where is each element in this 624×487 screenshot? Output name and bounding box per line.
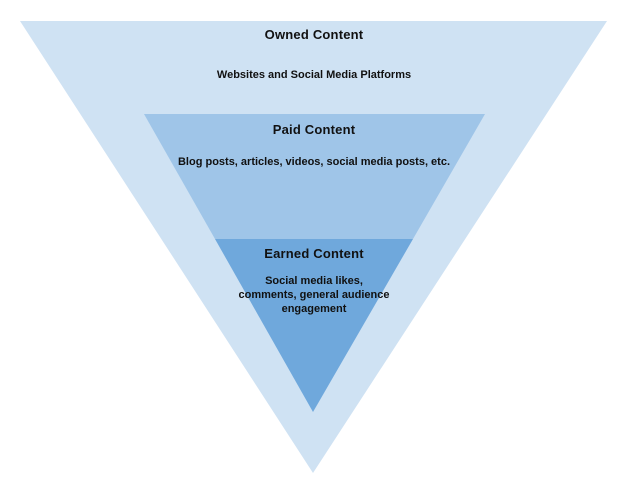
paid-layer-title: Paid Content xyxy=(272,122,356,137)
earned-layer-description: Social media likes, comments, general au… xyxy=(238,275,390,315)
earned-layer-shape xyxy=(215,239,413,412)
owned-layer-description: Websites and Social Media Platforms xyxy=(216,69,412,81)
paid-layer-shape xyxy=(144,114,485,239)
owned-layer-title: Owned Content xyxy=(264,27,364,42)
earned-layer-title: Earned Content xyxy=(264,246,364,261)
paid-layer-description: Blog posts, articles, videos, social med… xyxy=(177,156,451,168)
